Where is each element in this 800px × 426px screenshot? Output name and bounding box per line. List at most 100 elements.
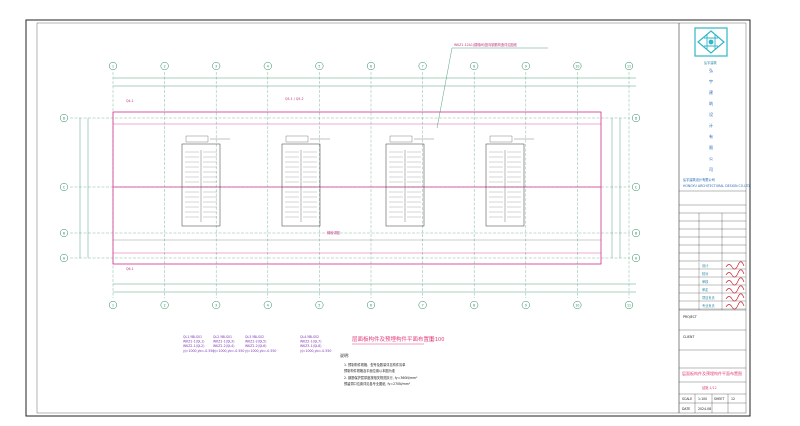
column-bubble-label: 6 <box>370 64 372 68</box>
stair-note-label: 梯段详图 <box>327 230 340 235</box>
column-bubble: 11 <box>624 300 634 310</box>
column-bubble: 6 <box>366 61 376 71</box>
row-bubble: A <box>631 253 641 263</box>
scale-label: SCALE <box>682 397 692 401</box>
column-bubble-label: 10 <box>575 303 579 307</box>
company-name-char: 限 <box>709 144 713 150</box>
column-bubble: 7 <box>418 300 427 310</box>
legend-line: WKZ2-1(QL7) <box>300 340 321 344</box>
column-bubble: 3 <box>212 61 221 71</box>
scale-value: 1:100 <box>698 397 707 401</box>
note-2: 预制构件规格及平面位置以本图为准 <box>344 368 396 373</box>
row-bubble-label: B <box>63 231 65 235</box>
row-bubble-label: C <box>63 185 66 189</box>
legend-line: WKZ2-2(QL6) <box>245 344 266 348</box>
row-bubble: A <box>59 253 69 263</box>
date-value: 2024.08 <box>698 407 711 411</box>
legend-blocks: QL1-YBLS01WKZ1-1(QL1)WKZ2-1(QL2)yj=1000,… <box>183 335 331 353</box>
legend-block: QL1-YBLS01WKZ1-1(QL1)WKZ2-1(QL2)yj=1000,… <box>183 335 214 353</box>
legend-block: QL4-YBLS02WKZ2-1(QL7)WKZ3-1(QL8)yj=1000,… <box>300 335 331 353</box>
column-bubble: 1 <box>108 61 118 71</box>
legend-line: yj=1000,yb=-0.550 <box>213 349 244 353</box>
row-bubble-label: D <box>635 116 638 120</box>
signature-role: 审定 <box>702 287 709 292</box>
legend-line: yj=1000,yb=-0.550 <box>183 349 214 353</box>
sheet-label: SHEET <box>714 397 724 401</box>
column-bubble-label: 3 <box>215 64 217 68</box>
column-bubble: 2 <box>160 61 169 71</box>
column-bubble-label: 2 <box>164 64 166 68</box>
column-bubble-label: 9 <box>525 303 527 307</box>
row-bubble: B <box>59 228 69 238</box>
column-bubble: 10 <box>573 300 582 310</box>
column-bubble-label: 8 <box>473 303 475 307</box>
company-name-char: 公 <box>709 156 713 161</box>
legend-block: QL2-YBLS01WKZ1-1(QL3)WKZ2-2(QL4)yj=1000,… <box>213 335 244 353</box>
plan-title: 层面板构件及预埋构件平面布置图 <box>352 335 435 343</box>
column-bubble-label: 2 <box>164 303 166 307</box>
top-label-1: Q4-1 <box>126 99 134 103</box>
column-bubble: 1 <box>108 300 118 310</box>
company-name-en: HONGYU ARCHITECTURAL DESIGN CO.LTD <box>683 184 750 188</box>
note-4: 预留洞口位置详见各专业图纸, fy=270N/mm² <box>344 381 411 386</box>
legend-line: QL4-YBLS02 <box>300 335 319 339</box>
column-bubble: 6 <box>366 300 376 310</box>
column-bubble: 5 <box>315 61 324 71</box>
row-bubble-label: A <box>63 256 66 260</box>
legend-line: QL3-YBLS02 <box>245 335 264 339</box>
stair-block <box>485 135 534 227</box>
legend-line: WKZ3-1(QL8) <box>300 344 321 348</box>
column-bubble-label: 3 <box>215 303 217 307</box>
legend-block: QL3-YBLS02WKZ1-2(QL5)WKZ2-2(QL6)yj=1000,… <box>245 335 276 353</box>
stair-block <box>181 135 230 227</box>
note-1: 1. 预制构件规格、型号及数量详见构件清单 <box>344 362 406 367</box>
signature-role: 设计 <box>702 263 709 268</box>
row-bubble-label: C <box>635 185 638 189</box>
signature-role: 专业负责 <box>702 303 715 308</box>
top-label-3: Q6-1 <box>126 267 134 271</box>
column-bubble-label: 5 <box>318 303 320 307</box>
row-bubble: D <box>631 113 641 123</box>
row-bubble: C <box>631 182 641 192</box>
company-name-char: 有 <box>709 133 713 139</box>
column-bubble: 3 <box>212 300 221 310</box>
column-bubble: 10 <box>573 61 582 71</box>
legend-line: WKZ1-2(QL5) <box>245 340 266 344</box>
column-bubble: 9 <box>521 300 530 310</box>
column-bubble: 7 <box>418 61 427 71</box>
row-bubble: B <box>631 228 641 238</box>
title-block: 弘宇建筑 弘宇建筑设计有限公司 弘宇建筑设计有限公司 HONGYU ARCHIT… <box>679 27 750 413</box>
stair-blocks <box>181 135 534 227</box>
note-3: 2. 钢筋保护层厚度按相关规范执行, fy=360N/mm² <box>344 375 418 380</box>
signature-role: 审核 <box>702 279 709 284</box>
signature-scribble <box>725 261 745 270</box>
signature-scribble <box>725 301 745 310</box>
column-bubble-label: 10 <box>575 64 579 68</box>
date-label: DATE <box>682 407 690 411</box>
building-outline <box>112 111 602 265</box>
column-bubble-label: 11 <box>627 303 631 307</box>
column-bubble: 8 <box>470 300 479 310</box>
legend-line: QL2-YBLS01 <box>213 335 232 339</box>
client-label: CLIENT <box>683 335 694 339</box>
column-bubble-label: 8 <box>473 64 475 68</box>
column-bubble: 5 <box>315 300 324 310</box>
sheet-value: 12 <box>731 397 735 401</box>
company-name-cn: 弘宇建筑设计有限公司 <box>683 177 715 182</box>
signature-scribble <box>725 269 745 278</box>
top-label-2: Q5-1 / Q5-2 <box>285 97 304 101</box>
signature-role: 校对 <box>702 271 709 276</box>
column-bubble-label: 1 <box>112 303 114 307</box>
column-bubble-label: 11 <box>627 64 631 68</box>
company-name-char: 建 <box>709 89 713 95</box>
notes-heading: 说明: <box>340 352 349 358</box>
column-bubble: 11 <box>624 61 634 71</box>
company-name-char: 宇 <box>709 78 713 84</box>
stair-block <box>281 135 330 227</box>
column-bubble: 9 <box>521 61 530 71</box>
